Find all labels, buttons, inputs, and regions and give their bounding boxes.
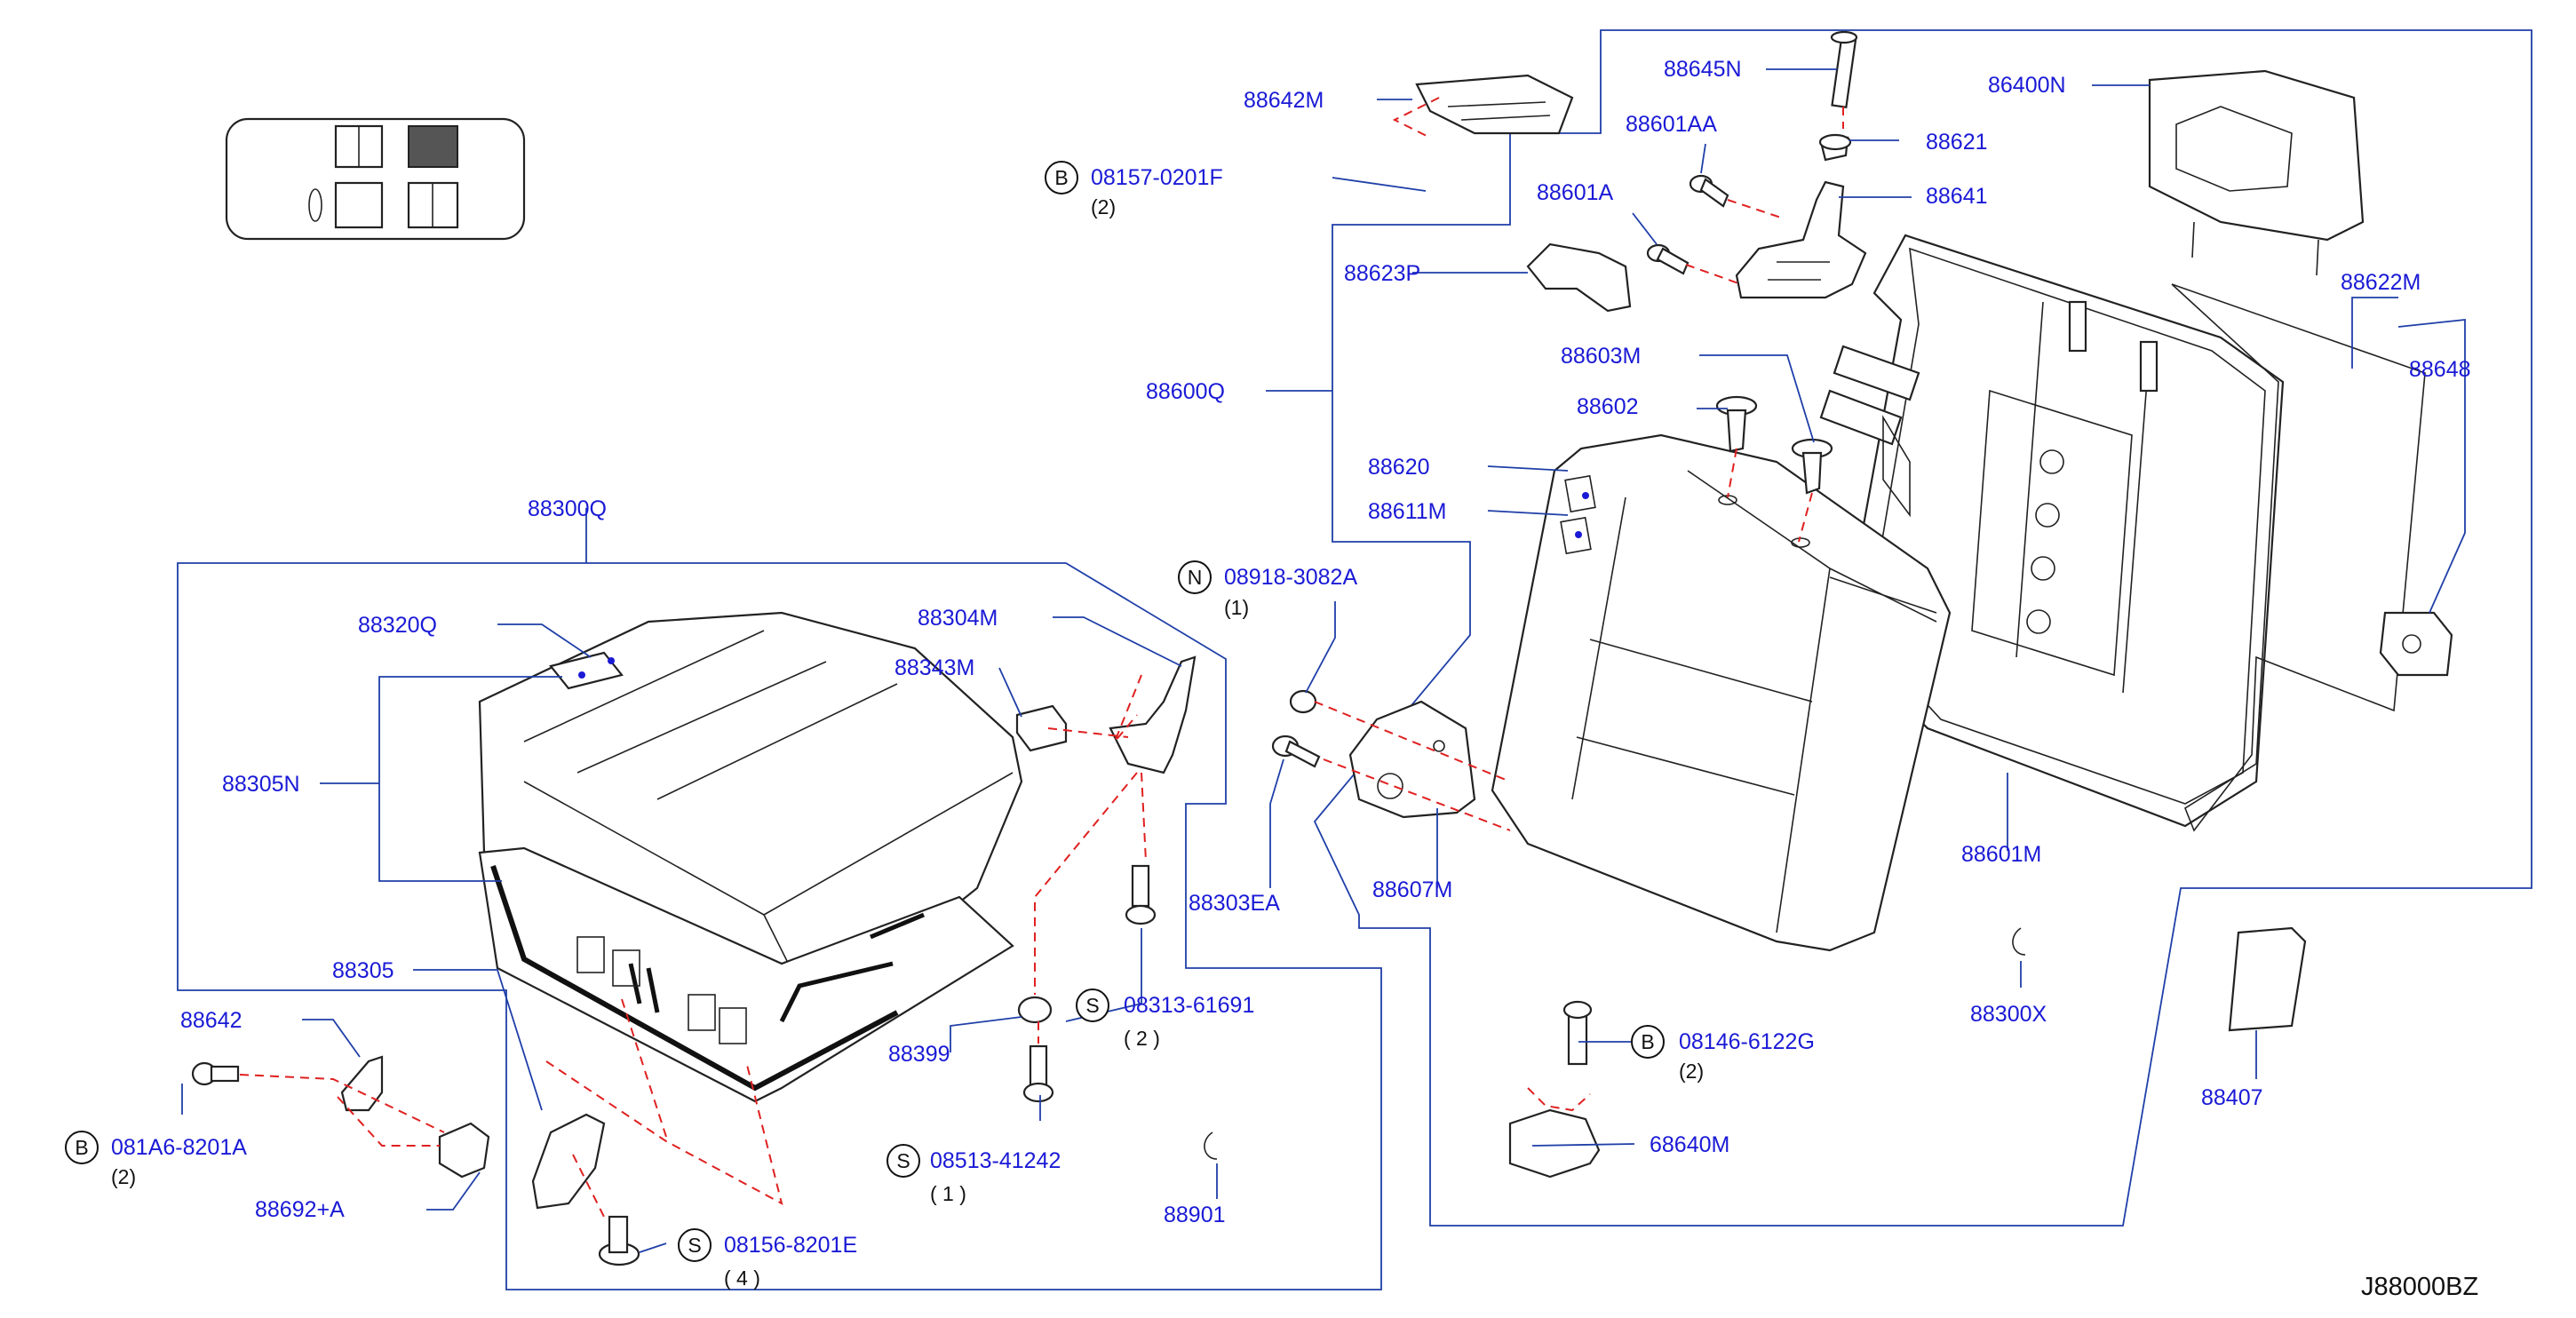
- part-08146-6122G: [1562, 1000, 1593, 1066]
- callout-88603M: 88603M: [1561, 344, 1641, 369]
- callout-88601AA: 88601AA: [1626, 112, 1717, 137]
- part-88300X: [2012, 927, 2026, 956]
- assembly-lines: [239, 97, 1844, 1218]
- seat-cushion-frame-88305N: [478, 846, 1014, 1103]
- callout-88399: 88399: [888, 1042, 950, 1067]
- part-88407: [2228, 926, 2307, 1032]
- callout-88901: 88901: [1164, 1203, 1226, 1227]
- prefix-marks: B N S B B S S: [65, 161, 1665, 1262]
- callout-88407: 88407: [2201, 1085, 2263, 1110]
- prefix-s-08313: S: [1085, 994, 1099, 1017]
- seat-back-group-boundary: [1313, 29, 2532, 1227]
- part-88601A: [1646, 243, 1690, 275]
- seat-back-pad: [1491, 433, 1952, 952]
- part-88623P: [1526, 242, 1632, 313]
- qty-08918-3082A: (1): [1224, 596, 1249, 619]
- part-88602: [1715, 395, 1758, 453]
- prefix-n-08918: N: [1188, 566, 1203, 589]
- callout-88607M: 88607M: [1372, 877, 1452, 902]
- part-08156-8201E: [598, 1215, 640, 1266]
- qty-08313-61691: ( 2 ): [1124, 1027, 1160, 1050]
- callout-88692A: 88692+A: [255, 1197, 345, 1222]
- prefix-s-08513: S: [896, 1149, 910, 1172]
- seat-back-board-88622M: [2171, 283, 2426, 832]
- callout-08157-0201F: 08157-0201F: [1091, 165, 1223, 190]
- callout-88305: 88305: [332, 958, 394, 983]
- callout-88320Q: 88320Q: [358, 613, 437, 638]
- callout-88648: 88648: [2409, 357, 2471, 382]
- callout-081A6-8201A: 081A6-8201A: [111, 1135, 247, 1160]
- callout-88600Q: 88600Q: [1146, 379, 1225, 404]
- part-88641: [1735, 180, 1867, 299]
- callout-86400N: 86400N: [1988, 73, 2066, 98]
- callout-88611M: 88611M: [1368, 499, 1447, 524]
- part-88642M: [1415, 74, 1574, 135]
- qty-08156-8201E: ( 4 ): [724, 1266, 760, 1290]
- callout-88642: 88642: [180, 1008, 242, 1033]
- seat-back-frame-88601M: [1819, 234, 2285, 828]
- part-081A6-8201A: [191, 1061, 240, 1086]
- part-88621: [1818, 133, 1852, 162]
- callout-08513-41242: 08513-41242: [930, 1148, 1061, 1173]
- callout-88621: 88621: [1926, 130, 1988, 155]
- callout-88641: 88641: [1926, 184, 1988, 209]
- callout-88620: 88620: [1368, 455, 1430, 480]
- callout-88304M: 88304M: [918, 606, 998, 631]
- callout-88623P: 88623P: [1344, 261, 1420, 286]
- part-88901: [1204, 1131, 1218, 1160]
- qty-08146-6122G: (2): [1679, 1060, 1704, 1083]
- callout-88645N: 88645N: [1664, 57, 1742, 82]
- callout-labels: 88642M 88645N 86400N 88601AA 88621 08157…: [111, 57, 2471, 1290]
- part-88303EA: [1271, 734, 1321, 768]
- part-88648: [2379, 611, 2453, 677]
- part-88642: [340, 1055, 384, 1112]
- part-68640M: [1508, 1108, 1601, 1179]
- qty-08157-0201F: (2): [1091, 195, 1116, 218]
- callout-08313-61691: 08313-61691: [1124, 993, 1254, 1018]
- callout-88601M: 88601M: [1961, 842, 2041, 867]
- callout-68640M: 68640M: [1650, 1132, 1729, 1157]
- prefix-b-08146: B: [1641, 1030, 1654, 1053]
- qty-081A6-8201A: (2): [111, 1165, 136, 1188]
- prefix-s-08156: S: [688, 1234, 701, 1257]
- prefix-b-081A6: B: [75, 1136, 88, 1159]
- part-88305: [531, 1113, 606, 1210]
- callout-08146-6122G: 08146-6122G: [1679, 1029, 1815, 1054]
- callout-88642M: 88642M: [1244, 88, 1324, 113]
- part-88601AA: [1689, 174, 1729, 208]
- part-88399: [1017, 996, 1053, 1024]
- callout-88622M: 88622M: [2341, 270, 2421, 295]
- part-88603M: [1791, 438, 1833, 495]
- callout-88602: 88602: [1577, 394, 1639, 419]
- part-08513-41242: [1022, 1044, 1054, 1103]
- part-88692A: [438, 1122, 490, 1179]
- callout-08156-8201E: 08156-8201E: [724, 1233, 857, 1258]
- leader-lines: [181, 68, 2466, 1253]
- seat-cushion-group-boundary: [177, 562, 1382, 1290]
- diagram-code: J88000BZ: [2361, 1273, 2478, 1301]
- callout-88343M: 88343M: [894, 655, 974, 680]
- part-88343M: [1015, 704, 1068, 752]
- qty-08513-41242: ( 1 ): [930, 1182, 966, 1205]
- headrest-86400N: [2148, 69, 2365, 276]
- callout-88300Q: 88300Q: [528, 496, 607, 521]
- vehicle-locator-icon: [225, 117, 526, 241]
- callout-88601A: 88601A: [1537, 180, 1614, 205]
- part-88304M: [1109, 655, 1197, 774]
- callout-88303EA: 88303EA: [1189, 891, 1280, 916]
- callout-08918-3082A: 08918-3082A: [1224, 565, 1357, 590]
- part-08313-61691: [1125, 864, 1157, 925]
- prefix-b-08157: B: [1054, 166, 1068, 189]
- callout-88305N: 88305N: [222, 772, 300, 797]
- part-08918-3082A: [1289, 689, 1317, 714]
- callout-88300X: 88300X: [1970, 1002, 2047, 1027]
- part-88645N: [1830, 30, 1858, 108]
